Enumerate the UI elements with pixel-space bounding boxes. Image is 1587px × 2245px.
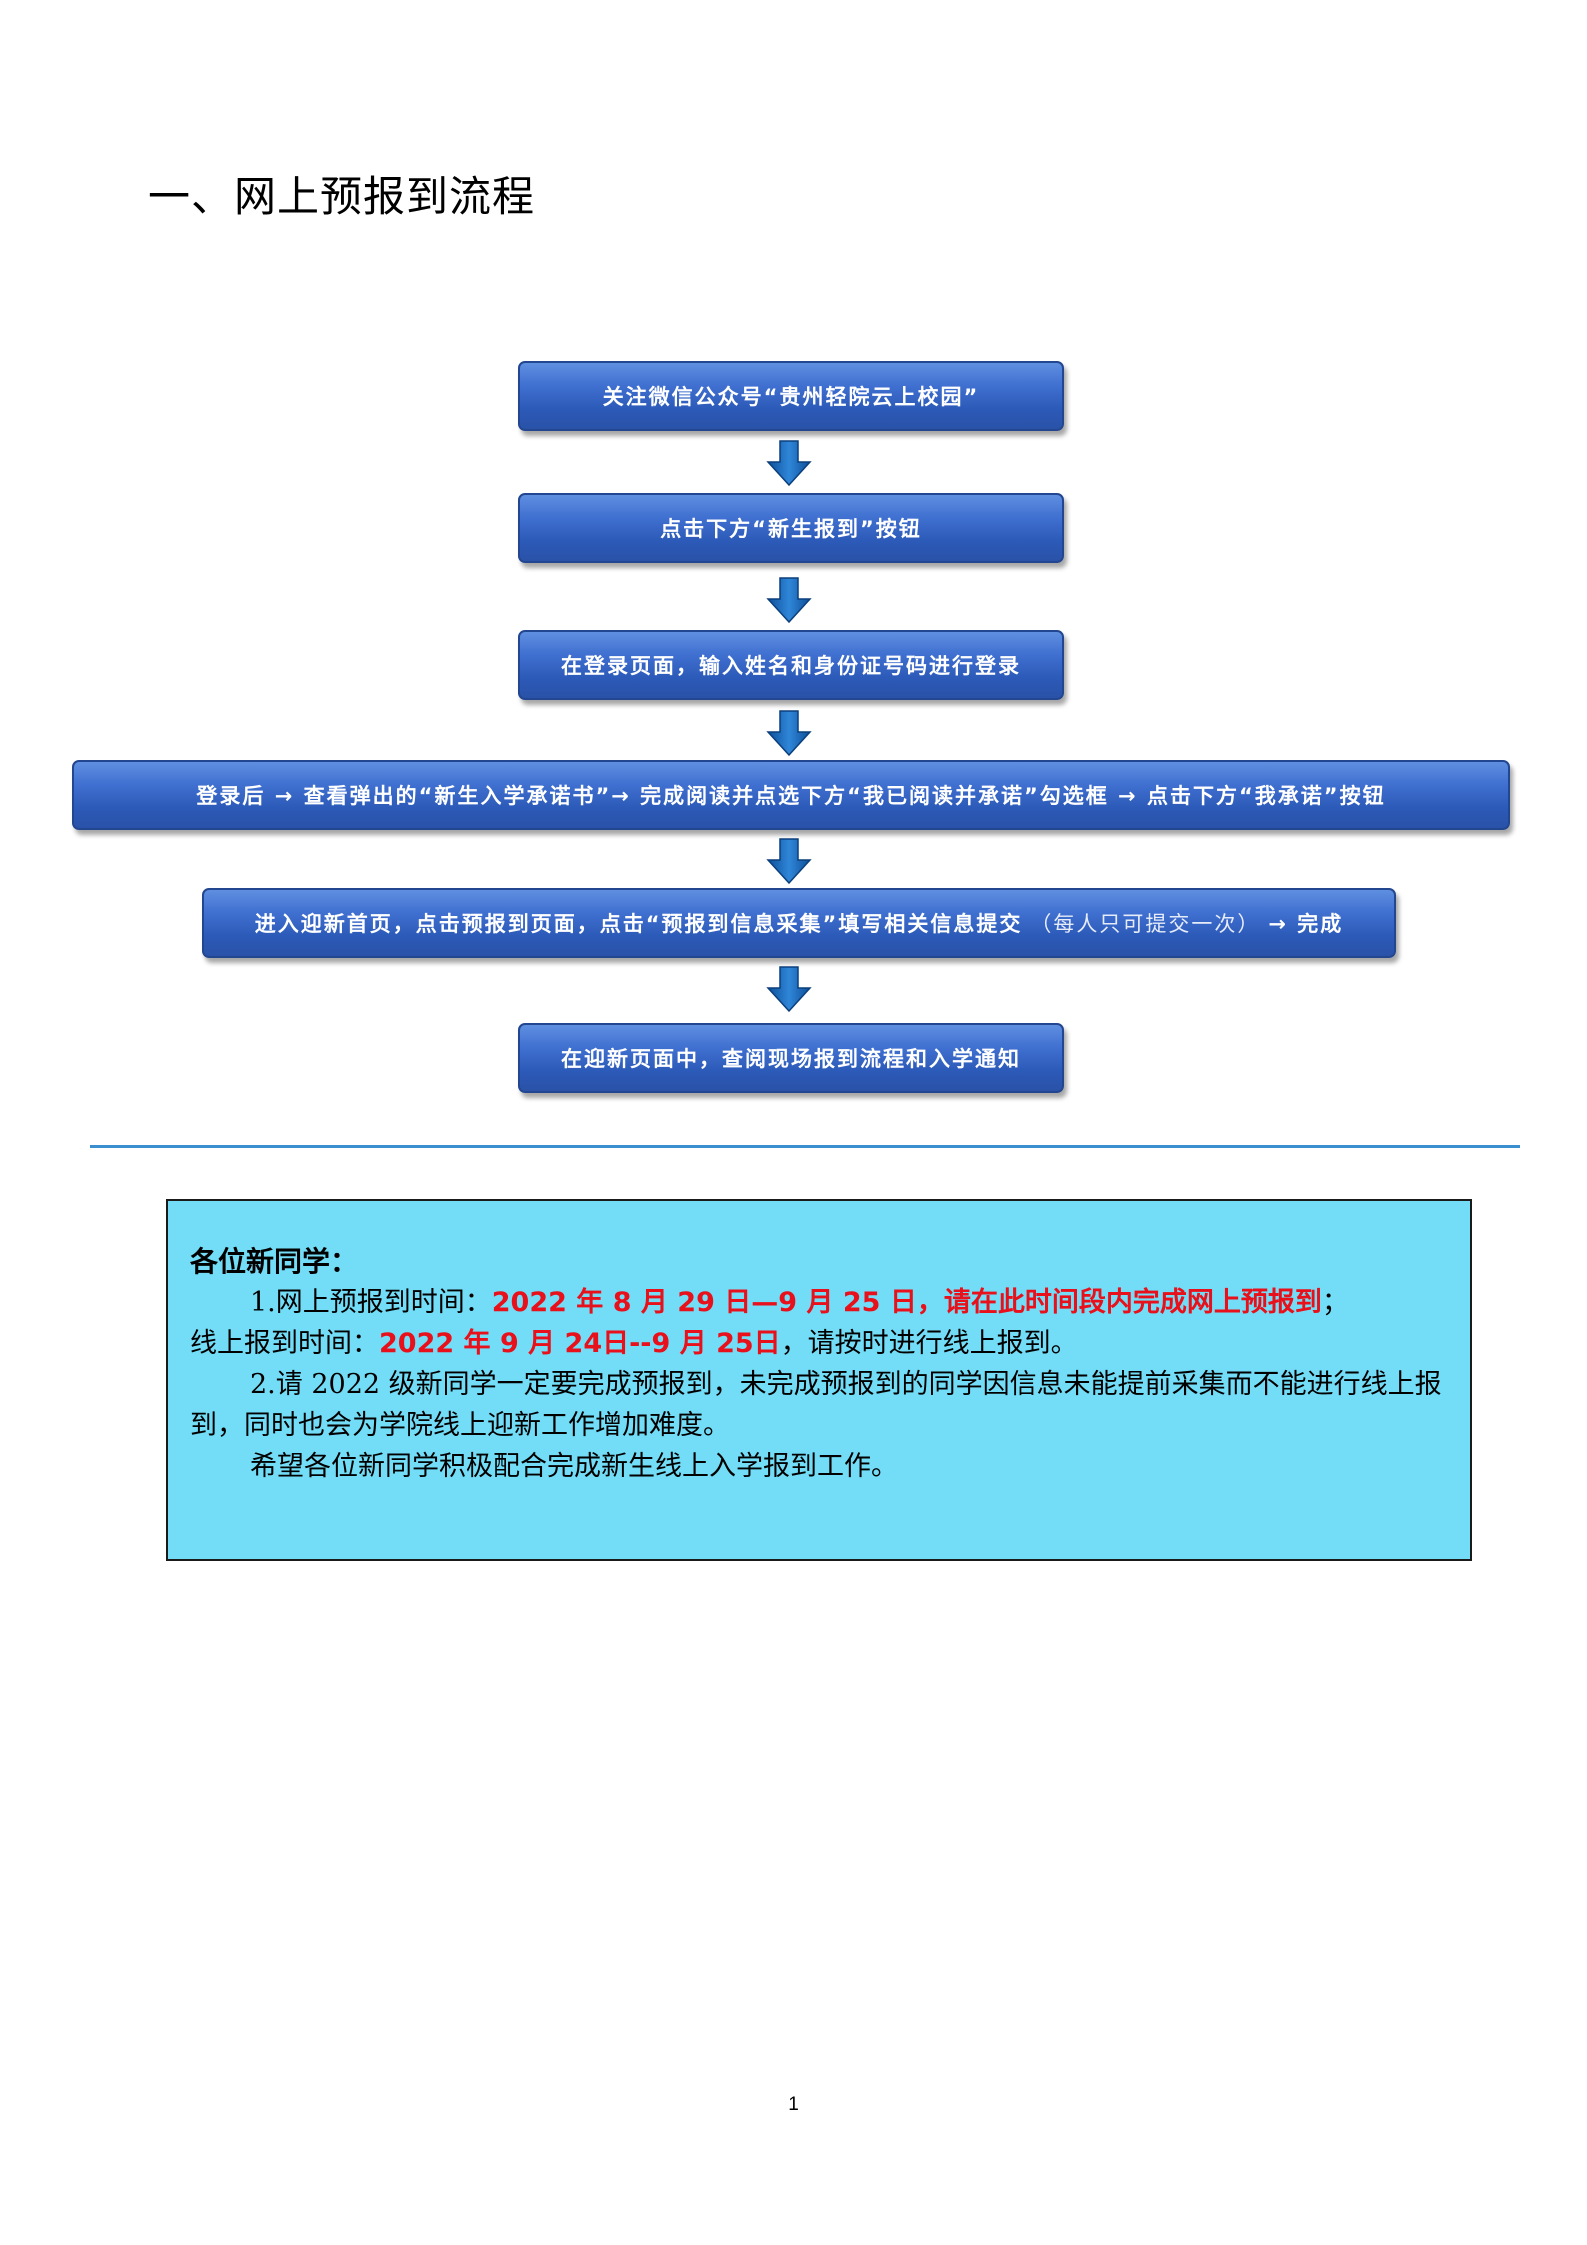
down-arrow-icon [766,710,812,756]
notice-heading: 各位新同学： [190,1245,359,1278]
flow-step-info-collection: 进入迎新首页，点击预报到页面，点击“预报到信息采集”填写相关信息提交 （每人只可… [202,888,1396,958]
notice-text: 线上报到时间： [190,1328,379,1359]
flow-step-login: 在登录页面，输入姓名和身份证号码进行登录 [518,630,1064,700]
flow-step-end: → 完成 [1268,912,1344,936]
flow-step-label: 点击下方“新生报到”按钮 [660,517,922,541]
page-title: 一、网上预报到流程 [148,172,536,221]
flow-step-label: 关注微信公众号“贵州轻院云上校园” [602,385,980,409]
flow-step-view-notice: 在迎新页面中，查阅现场报到流程和入学通知 [518,1023,1064,1093]
flow-step-label: 在登录页面，输入姓名和身份证号码进行登录 [561,654,1021,678]
notice-highlight: 2022 年 9 月 24日--9 月 25日 [379,1328,781,1359]
section-divider [90,1145,1520,1148]
notice-paragraph-2: 2.请 2022 级新同学一定要完成预报到，未完成预报到的同学因信息未能提前采集… [190,1369,1442,1441]
notice-highlight: 2022 年 8 月 29 日—9 月 25 日，请在此时间段内完成网上预报到 [491,1287,1322,1318]
flow-step-label: 登录后 → 查看弹出的“新生入学承诺书”→ 完成阅读并点选下方“我已阅读并承诺”… [196,784,1386,808]
flow-step-label: 在迎新页面中，查阅现场报到流程和入学通知 [561,1047,1021,1071]
flow-step-follow-wechat: 关注微信公众号“贵州轻院云上校园” [518,361,1064,431]
notice-paragraph-1: 1.网上预报到时间：2022 年 8 月 29 日—9 月 25 日，请在此时间… [190,1282,1450,1323]
flow-step-click-register: 点击下方“新生报到”按钮 [518,493,1064,563]
page-number: 1 [788,2094,799,2115]
notice-paragraph-1b: 线上报到时间：2022 年 9 月 24日--9 月 25日，请按时进行线上报到… [190,1323,1450,1364]
down-arrow-icon [766,966,812,1012]
notice-text: ，请按时进行线上报到。 [780,1328,1078,1359]
down-arrow-icon [766,577,812,623]
down-arrow-icon [766,838,812,884]
down-arrow-icon [766,440,812,486]
notice-text: ； [1321,1287,1349,1318]
flow-step-commitment: 登录后 → 查看弹出的“新生入学承诺书”→ 完成阅读并点选下方“我已阅读并承诺”… [72,760,1510,830]
flow-step-label: 进入迎新首页，点击预报到页面，点击“预报到信息采集”填写相关信息提交 [254,912,1023,936]
notice-paragraph-3: 希望各位新同学积极配合完成新生线上入学报到工作。 [250,1451,898,1482]
notice-text: 1.网上预报到时间： [250,1287,492,1318]
notice-box: 各位新同学： 1.网上预报到时间：2022 年 8 月 29 日—9 月 25 … [166,1199,1472,1561]
flow-step-note: （每人只可提交一次） [1030,912,1261,936]
